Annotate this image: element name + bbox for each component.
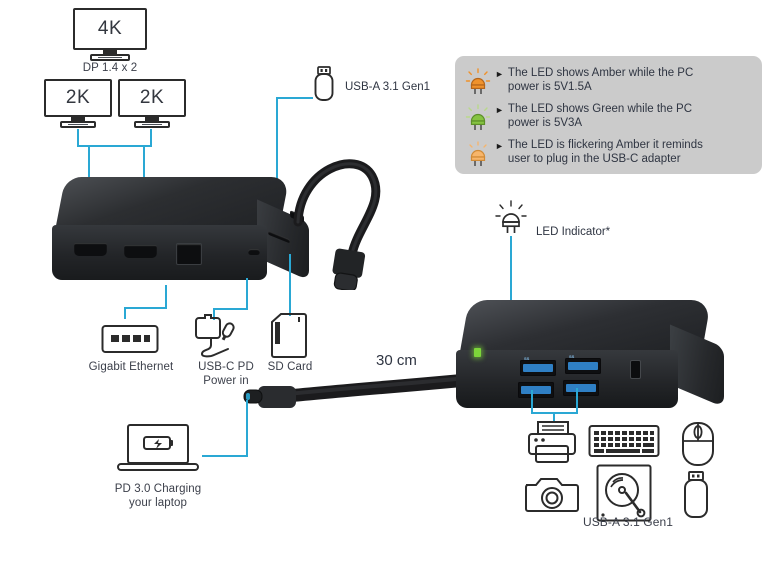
legend-row-2: ► The LED is flickering Amber it reminds… <box>455 132 762 168</box>
usb-c-pd-label: USB-C PD Power in <box>198 361 254 387</box>
monitor-2k-right-label: 2K <box>139 87 165 108</box>
legend-row-0: ► The LED shows Amber while the PC power… <box>455 56 762 96</box>
leader-line-topusb-h <box>276 97 313 99</box>
usb-c-pd-port <box>248 249 260 255</box>
leader-line-topusb-v <box>276 97 278 214</box>
leader-line-dp2-a <box>150 129 152 147</box>
leader-line-usb1-v <box>531 390 533 414</box>
leader-line-eth-down <box>124 307 126 319</box>
leader-line-led-indicator <box>510 236 512 340</box>
ethernet-port-icon <box>101 322 159 354</box>
usb-flash-drive-icon <box>313 66 335 102</box>
legend-bullet-0: ► <box>495 69 504 79</box>
dp-port-1 <box>74 243 107 256</box>
printer-icon <box>527 420 577 466</box>
leader-line-dp1-a <box>77 129 79 147</box>
leader-line-usb-down <box>553 412 555 422</box>
led-green-icon <box>465 102 495 132</box>
usb-flash-drive-icon-2 <box>681 471 711 519</box>
monitor-4k-icon: 4K <box>73 8 147 61</box>
leader-line-usb2-v <box>576 388 578 414</box>
top-usb-label: USB-A 3.1 Gen1 <box>345 81 431 93</box>
led-legend-panel: ► The LED shows Amber while the PC power… <box>455 56 762 174</box>
sd-card-icon <box>270 313 308 359</box>
led-amber-icon <box>465 66 495 96</box>
leader-line-pd-h <box>213 308 248 310</box>
dock-left-device <box>52 177 309 287</box>
led-amber-flicker-icon <box>465 138 495 168</box>
usb-a-port-2: SS <box>565 354 601 374</box>
hard-drive-icon <box>596 464 652 522</box>
dp-label: DP 1.4 x 2 <box>82 62 138 74</box>
leader-line-eth-h <box>124 307 167 309</box>
monitor-4k-label: 4K <box>97 18 123 39</box>
leader-line-dp-bridge <box>77 145 151 147</box>
sd-card-label: SD Card <box>267 361 313 373</box>
ethernet-label: Gigabit Ethernet <box>88 361 174 373</box>
monitor-2k-right-icon: 2K <box>118 79 186 128</box>
led-indicator-label: LED Indicator* <box>536 226 611 238</box>
leader-line-pd-down <box>213 308 215 320</box>
camera-icon <box>524 473 580 515</box>
usb-a-port-4 <box>563 380 599 396</box>
legend-text-1: The LED shows Green while the PC power i… <box>507 103 693 129</box>
monitor-2k-left-label: 2K <box>65 87 91 108</box>
usb-a-port-3 <box>518 382 554 398</box>
legend-text-0: The LED shows Amber while the PC power i… <box>507 67 694 93</box>
dp-port-2 <box>124 245 157 258</box>
monitor-2k-left-icon: 2K <box>44 79 112 128</box>
security-lock-slot <box>630 360 641 379</box>
mouse-icon <box>681 421 715 467</box>
peripherals-label: USB-A 3.1 Gen1 <box>582 515 674 529</box>
leader-line-laptop-h <box>202 455 248 457</box>
usb-c-cable-top <box>293 159 381 290</box>
laptop-label: PD 3.0 Charging your laptop <box>114 483 202 509</box>
dock-right-device: SS SS <box>452 300 724 420</box>
led-indicator-light <box>474 348 481 357</box>
leader-line-eth-v <box>165 285 167 309</box>
legend-bullet-2: ► <box>495 141 504 151</box>
leader-line-pd-v <box>246 278 248 310</box>
ethernet-port <box>176 243 202 265</box>
usb-a-port-1: SS <box>520 356 556 376</box>
leader-line-laptop-v <box>246 400 248 456</box>
legend-row-1: ► The LED shows Green while the PC power… <box>455 96 762 132</box>
led-bulb-icon <box>494 199 528 237</box>
legend-text-2: The LED is flickering Amber it reminds u… <box>507 139 703 165</box>
legend-bullet-1: ► <box>495 105 504 115</box>
keyboard-icon <box>588 424 660 458</box>
power-adapter-icon <box>190 314 252 358</box>
leader-line-sd-v <box>289 254 291 316</box>
laptop-charging-icon <box>116 423 200 473</box>
cable-length-label: 30 cm <box>376 352 417 369</box>
